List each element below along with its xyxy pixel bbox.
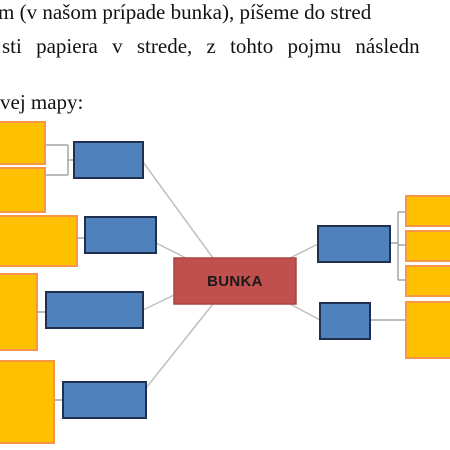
blue-box-right-2 — [319, 302, 371, 340]
center-node-label: BUNKA — [207, 272, 263, 290]
center-node — [173, 257, 297, 305]
blue-boxes — [45, 141, 391, 419]
yellow-box-left-2 — [0, 167, 46, 213]
connector-to-blue-3 — [142, 294, 175, 311]
center-connectors — [142, 161, 321, 389]
yellow-box-left-4 — [0, 273, 38, 351]
paragraph-line-3: vej mapy: — [0, 90, 84, 114]
yellow-boxes-right — [405, 195, 450, 359]
blue-box-left-2 — [84, 216, 157, 254]
connector-to-blue-right-1 — [289, 243, 319, 259]
connector-to-blue-1 — [142, 161, 214, 259]
yellow-box-right-3 — [405, 265, 450, 297]
yellow-box-left-3 — [0, 215, 78, 267]
yellow-box-left-5 — [0, 360, 55, 444]
connector-to-blue-4 — [145, 303, 214, 389]
yellow-box-right-4 — [405, 301, 450, 359]
branch-brackets — [37, 144, 406, 401]
yellow-box-left-1 — [0, 121, 46, 165]
connector-to-blue-2 — [155, 242, 187, 259]
yellow-box-right-1 — [405, 195, 450, 227]
yellow-boxes-left — [0, 121, 78, 444]
blue-box-left-3 — [45, 291, 144, 329]
bracket-left-1 — [46, 144, 74, 176]
paragraph-line-2: sti papiera v strede, z tohto pojmu násl… — [2, 34, 420, 58]
connector-to-blue-right-2 — [289, 303, 321, 321]
blue-box-right-1 — [317, 225, 391, 263]
bracket-right-1 — [390, 211, 406, 281]
blue-box-left-4 — [62, 381, 147, 419]
yellow-box-right-2 — [405, 230, 450, 262]
blue-box-left-1 — [73, 141, 144, 179]
paragraph-line-1: m (v našom prípade bunka), píšeme do str… — [0, 0, 372, 24]
